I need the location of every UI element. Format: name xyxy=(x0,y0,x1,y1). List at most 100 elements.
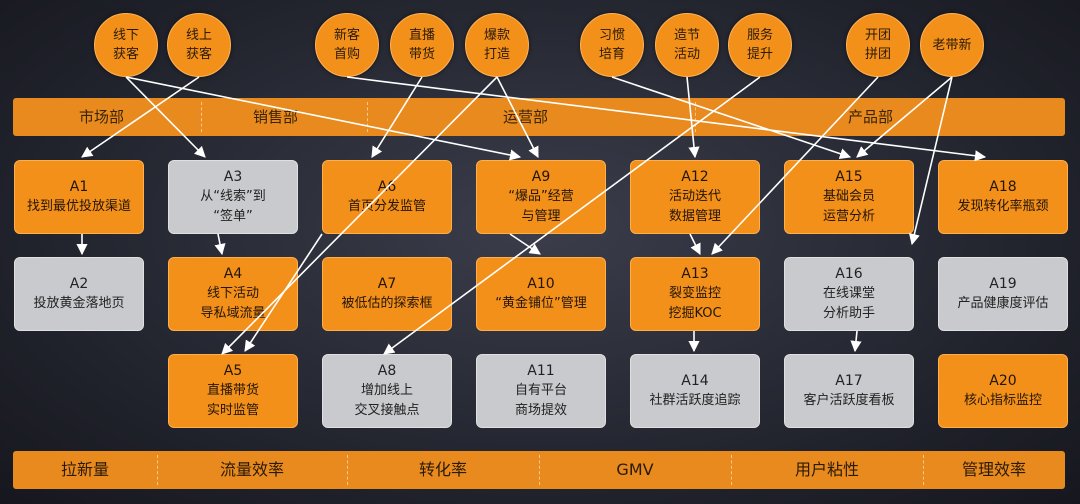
card-text: 从“线索”到 “签单” xyxy=(200,189,266,224)
dept-operations: 运营部 xyxy=(503,108,549,126)
arrow xyxy=(125,76,206,158)
metric-divider xyxy=(347,455,348,485)
card-id: A7 xyxy=(377,276,397,292)
driver-label: 线下 获客 xyxy=(112,28,139,62)
card-a9: A9 “爆品”经营 与管理 xyxy=(476,160,606,234)
card-id: A16 xyxy=(835,266,863,282)
driver-circle: 线上 获客 xyxy=(167,13,231,77)
card-a18: A18 发现转化率瓶颈 xyxy=(938,160,1068,234)
card-a13: A13 裂变监控 挖掘KOC xyxy=(630,257,760,331)
driver-label: 造节 活动 xyxy=(673,28,700,62)
card-id: A13 xyxy=(681,266,709,282)
card-a4: A4 线下活动 导私域流量 xyxy=(168,257,298,331)
card-text: 被低估的探索框 xyxy=(341,296,433,311)
card-id: A5 xyxy=(223,363,243,379)
card-text: 产品健康度评估 xyxy=(957,296,1049,311)
card-a20: A20 核心指标监控 xyxy=(938,354,1068,428)
card-id: A9 xyxy=(531,169,551,185)
metric-new-users: 拉新量 xyxy=(60,460,109,479)
card-id: A4 xyxy=(223,266,243,282)
arrow xyxy=(214,233,226,256)
card-id: A3 xyxy=(223,169,243,185)
driver-label: 习惯 培育 xyxy=(598,28,625,62)
card-text: 增加线上 交叉接触点 xyxy=(354,383,420,418)
card-text: “爆品”经营 与管理 xyxy=(508,189,574,224)
driver-circle: 老带新 xyxy=(920,13,984,77)
arrow xyxy=(383,76,761,355)
card-text: 社群活跃度追踪 xyxy=(649,393,741,408)
card-id: A18 xyxy=(989,179,1017,195)
card-id: A2 xyxy=(69,276,89,292)
driver-circle: 爆款 打造 xyxy=(465,13,529,77)
dept-divider xyxy=(367,102,368,132)
arrow xyxy=(686,76,700,159)
card-id: A15 xyxy=(835,169,863,185)
arrow xyxy=(346,76,987,162)
metric-divider xyxy=(539,455,540,485)
driver-label: 服务 提升 xyxy=(746,28,773,62)
card-text: 核心指标监控 xyxy=(963,393,1042,408)
card-id: A10 xyxy=(527,276,555,292)
metric-bar: 拉新量 流量效率 转化率 GMV 用户粘性 管理效率 xyxy=(13,451,1065,489)
arrow xyxy=(371,76,423,158)
driver-circle: 新客 首购 xyxy=(315,13,379,77)
card-text: 线下活动 导私域流量 xyxy=(200,286,266,321)
card-text: 自有平台 商场提效 xyxy=(514,383,567,418)
driver-label: 开团 拼团 xyxy=(864,28,891,62)
arrow xyxy=(850,330,862,353)
card-id: A11 xyxy=(527,363,555,379)
arrow xyxy=(81,76,200,158)
driver-circle: 习惯 培育 xyxy=(580,13,644,77)
card-id: A12 xyxy=(681,169,709,185)
driver-label: 爆款 打造 xyxy=(483,28,510,62)
arrow xyxy=(221,76,498,355)
arrow xyxy=(711,76,879,255)
card-a8: A8 增加线上 交叉接触点 xyxy=(322,354,452,428)
driver-label: 老带新 xyxy=(932,37,972,53)
card-a17: A17 客户活跃度看板 xyxy=(784,354,914,428)
card-text: 找到最优投放渠道 xyxy=(26,199,131,214)
arrow xyxy=(611,76,852,160)
card-a2: A2 投放黄金落地页 xyxy=(14,257,144,331)
card-id: A20 xyxy=(989,373,1017,389)
metric-traffic-efficiency: 流量效率 xyxy=(219,460,284,479)
dept-sales: 销售部 xyxy=(253,108,299,126)
card-text: “黄金铺位”管理 xyxy=(495,296,587,311)
driver-circle: 服务 提升 xyxy=(728,13,792,77)
driver-label: 直播 带货 xyxy=(408,28,435,62)
card-text: 基础会员 运营分析 xyxy=(822,189,875,224)
arrow xyxy=(496,76,539,158)
department-bar: 市场部 销售部 运营部 产品部 xyxy=(13,98,1065,136)
metric-divider xyxy=(157,455,158,485)
dept-product: 产品部 xyxy=(848,108,894,126)
card-id: A17 xyxy=(835,373,863,389)
card-text: 活动迭代 数据管理 xyxy=(668,189,721,224)
card-text: 首页分发监管 xyxy=(347,199,426,214)
card-a7: A7 被低估的探索框 xyxy=(322,257,452,331)
card-text: 裂变监控 挖掘KOC xyxy=(668,286,722,321)
arrow xyxy=(125,76,522,161)
metric-management-efficiency: 管理效率 xyxy=(961,460,1026,479)
card-a11: A11 自有平台 商场提效 xyxy=(476,354,606,428)
card-a3: A3 从“线索”到 “签单” xyxy=(168,160,298,234)
card-a12: A12 活动迭代 数据管理 xyxy=(630,160,760,234)
card-a15: A15 基础会员 运营分析 xyxy=(784,160,914,234)
driver-label: 新客 首购 xyxy=(333,28,360,62)
driver-circle: 造节 活动 xyxy=(655,13,719,77)
dept-marketing: 市场部 xyxy=(79,108,125,126)
driver-label: 线上 获客 xyxy=(185,28,212,62)
card-id: A14 xyxy=(681,373,709,389)
arrow xyxy=(689,233,701,256)
arrow xyxy=(509,233,541,255)
dept-divider xyxy=(201,102,202,132)
metric-conversion-rate: 转化率 xyxy=(418,460,467,479)
card-text: 直播带货 实时监管 xyxy=(206,383,259,418)
card-text: 发现转化率瓶颈 xyxy=(957,199,1049,214)
driver-circle: 线下 获客 xyxy=(94,13,158,77)
arrow xyxy=(908,76,953,246)
card-text: 客户活跃度看板 xyxy=(803,393,895,408)
card-a16: A16 在线课堂 分析助手 xyxy=(784,257,914,331)
driver-circle: 直播 带货 xyxy=(390,13,454,77)
driver-circle: 开团 拼团 xyxy=(846,13,910,77)
